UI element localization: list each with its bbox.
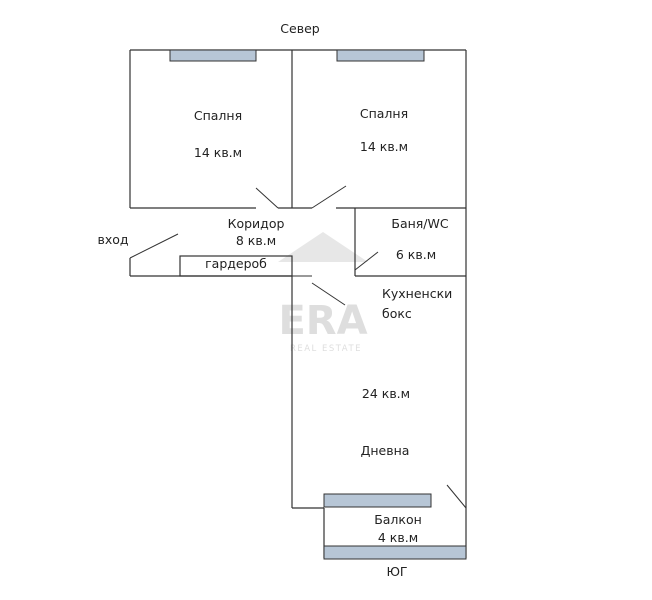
corridor-area: 8 кв.м (236, 233, 276, 248)
corridor-name: Коридор (228, 216, 285, 231)
bedroom-left-name: Спалня (194, 108, 242, 123)
window-bedroom-left (169, 49, 257, 62)
entrance-label: вход (97, 232, 128, 247)
bathroom-area: 6 кв.м (396, 247, 436, 262)
compass-north: Север (280, 21, 319, 36)
watermark-brand: ERA (278, 298, 367, 344)
watermark-tagline: REAL ESTATE (290, 344, 362, 354)
bedroom-left-area: 14 кв.м (194, 145, 242, 160)
bedroom-right-area: 14 кв.м (360, 139, 408, 154)
kitchen-line2: бокс (382, 306, 412, 321)
kitchen-line1: Кухненски (382, 286, 452, 301)
compass-south: ЮГ (386, 564, 407, 579)
window-living (323, 493, 432, 508)
era-watermark: ERA REAL ESTATE (278, 232, 368, 354)
living-area: 24 кв.м (362, 386, 410, 401)
balcony-area: 4 кв.м (378, 530, 418, 545)
balcony-name: Балкон (374, 512, 422, 527)
wardrobe-label: гардероб (205, 256, 267, 271)
doors (129, 185, 467, 509)
watermark-roof-shape (278, 232, 368, 262)
wardrobe (179, 255, 293, 277)
window-balcony (323, 545, 467, 560)
bathroom-name: Баня/WC (391, 216, 448, 231)
bedroom-right-name: Спалня (360, 106, 408, 121)
living-name: Дневна (361, 443, 410, 458)
window-bedroom-right (336, 49, 425, 62)
